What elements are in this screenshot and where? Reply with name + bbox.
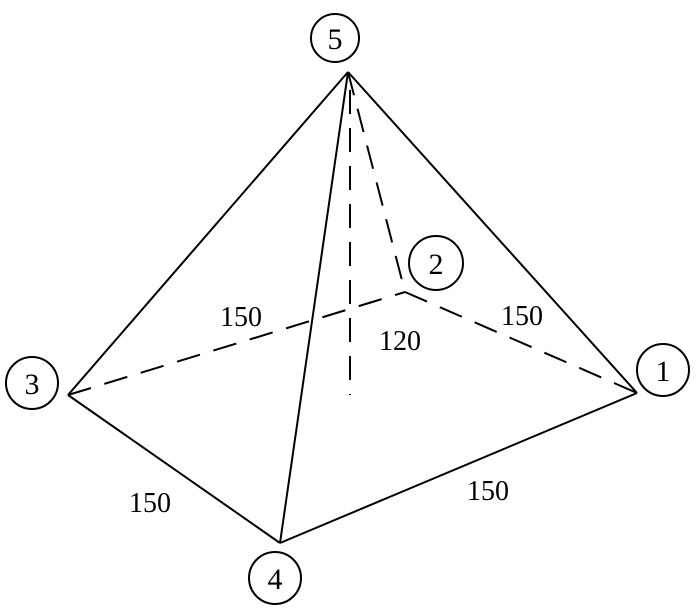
edge-3-4 (67, 394, 281, 544)
edge-4-1 (279, 392, 638, 544)
dim-height: 120 (379, 326, 421, 357)
edge-2-1-dashed (404, 291, 638, 394)
node-2-label: 2 (429, 248, 444, 281)
node-5-circle (310, 13, 360, 63)
dim-3-2: 150 (220, 302, 262, 333)
node-1-circle (636, 343, 690, 397)
edge-5-1 (347, 71, 638, 394)
node-5-label: 5 (328, 23, 343, 56)
dim-3-4: 150 (129, 488, 171, 519)
dim-2-1: 150 (501, 301, 543, 332)
node-3-circle (5, 356, 59, 410)
edge-5-3 (67, 71, 349, 396)
edge-3-2-dashed (67, 291, 406, 396)
dim-4-1: 150 (467, 476, 509, 507)
node-2-circle (408, 235, 464, 291)
node-1-label: 1 (656, 355, 671, 388)
node-3-label: 3 (25, 368, 40, 401)
node-4-circle (248, 551, 302, 605)
node-4-label: 4 (268, 563, 283, 596)
edge-5-4 (279, 71, 349, 544)
